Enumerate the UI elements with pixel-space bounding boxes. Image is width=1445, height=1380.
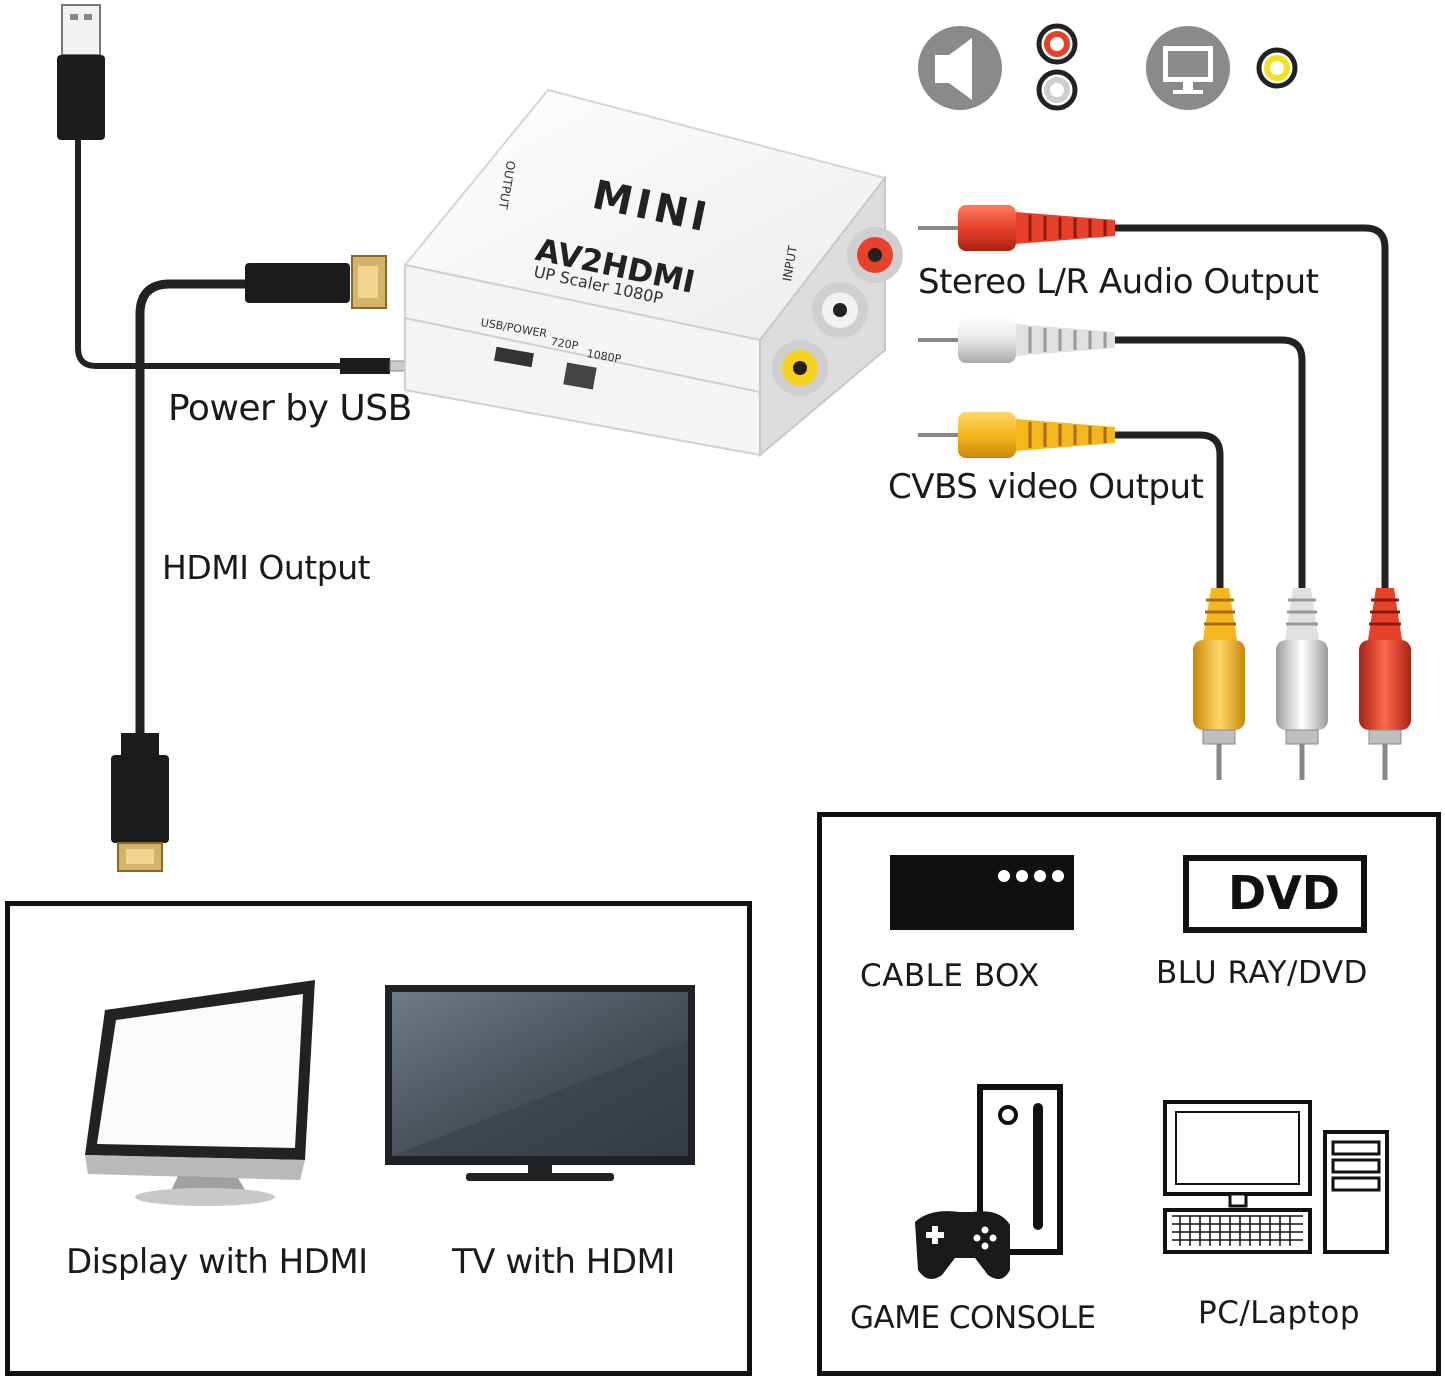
cable-box-label: CABLE BOX bbox=[860, 958, 1040, 994]
video-jack-icon bbox=[1256, 47, 1298, 89]
monitor-icon bbox=[1146, 26, 1230, 110]
hdmi-tv-icon bbox=[385, 985, 695, 1181]
audio-jack-icon bbox=[1036, 23, 1078, 111]
cvbs-video-label: CVBS video Output bbox=[888, 467, 1204, 507]
cable-box-icon bbox=[890, 855, 1074, 930]
hdmi-cable bbox=[111, 255, 387, 872]
hdmi-output-label: HDMI Output bbox=[162, 548, 371, 587]
usb-cable bbox=[57, 4, 421, 374]
hdmi-display-icon bbox=[85, 980, 315, 1206]
game-console-label: GAME CONSOLE bbox=[850, 1300, 1096, 1336]
dvd-player-icon bbox=[1183, 855, 1367, 933]
speaker-icon bbox=[918, 26, 1002, 110]
display-label: Display with HDMI bbox=[66, 1242, 368, 1282]
rca-cables bbox=[918, 205, 1411, 780]
dvd-logo-text: DVD bbox=[1228, 866, 1340, 920]
blu-ray-label: BLU RAY/DVD bbox=[1156, 955, 1368, 991]
pc-laptop-label: PC/Laptop bbox=[1198, 1295, 1361, 1331]
stereo-audio-label: Stereo L/R Audio Output bbox=[918, 262, 1319, 302]
source-devices-panel bbox=[817, 812, 1441, 1376]
pc-laptop-icon bbox=[1163, 1100, 1389, 1254]
output-devices-panel bbox=[5, 901, 752, 1376]
game-console-icon bbox=[915, 1084, 1063, 1279]
power-usb-label: Power by USB bbox=[168, 388, 412, 429]
adapter-box bbox=[403, 88, 903, 458]
tv-label: TV with HDMI bbox=[452, 1242, 675, 1282]
